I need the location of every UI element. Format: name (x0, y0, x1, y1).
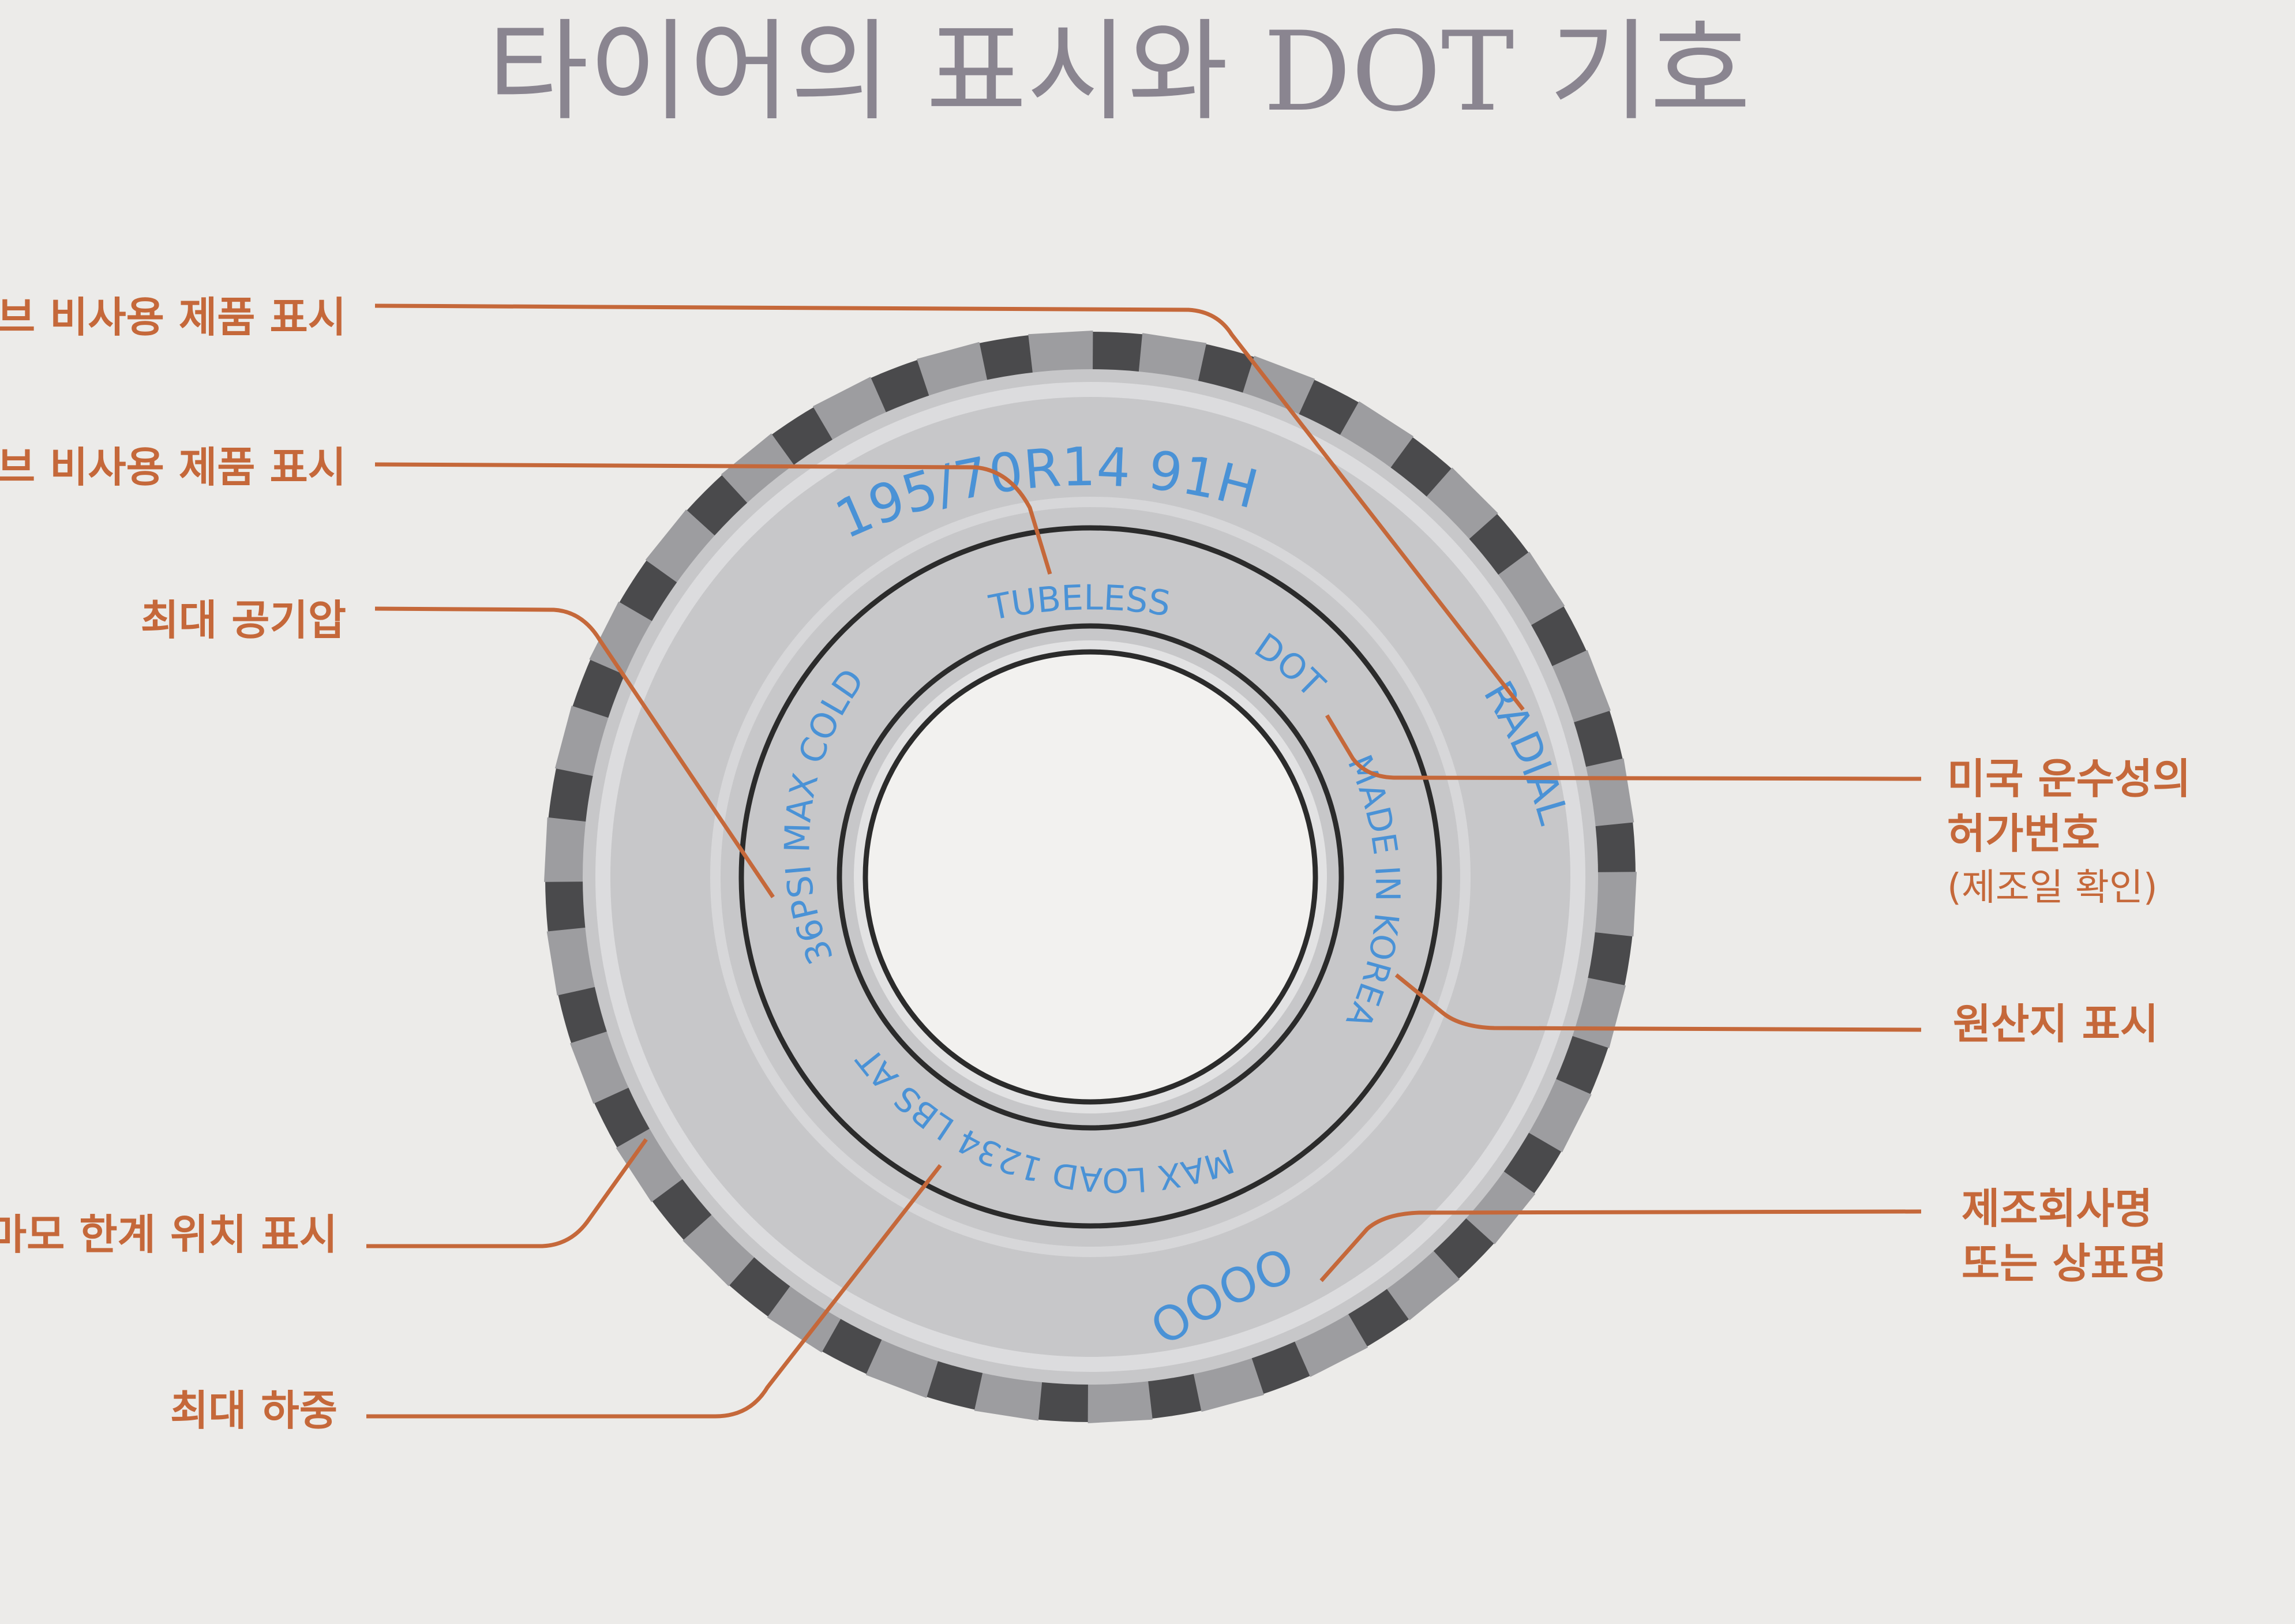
label-dot-note: (제조일 확인) (1947, 867, 2158, 909)
tread-groove (546, 927, 601, 996)
leader-wear-limit (366, 1138, 648, 1248)
tread-groove (544, 817, 592, 882)
sidewall-highlight (595, 382, 1585, 1372)
label-dot-line1: 미국 운수성의 (1947, 755, 2191, 803)
leader-dot (1325, 714, 1922, 781)
tread-groove (645, 509, 719, 586)
tread-groove (767, 1281, 844, 1353)
label-tubeless-top: 튜브 비사용 제품 표시 (0, 293, 346, 342)
tread-groove (1461, 1168, 1536, 1244)
leader-max-pressure (374, 606, 775, 898)
leader-tubeless-top (374, 303, 1525, 711)
tread-groove (682, 1211, 758, 1287)
label-wear-limit: 마모 한계 위치 표시 (0, 1210, 337, 1259)
tread-groove (1494, 552, 1565, 628)
tread-groove (616, 1126, 687, 1202)
tread-groove (812, 377, 888, 445)
tread-groove (1580, 758, 1634, 827)
tread-groove (1337, 401, 1414, 472)
leader-tubeless-second (374, 462, 1052, 575)
leader-maker (1319, 1209, 1922, 1282)
tread-groove (589, 601, 657, 677)
sidewall-highlight-inner (710, 497, 1471, 1257)
tread-groove (1524, 1077, 1592, 1153)
tread-groove (1383, 1247, 1460, 1321)
tread-groove (1028, 331, 1093, 378)
tread-groove (1088, 1375, 1153, 1423)
tire (544, 331, 1637, 1423)
label-origin: 원산지 표시 (1953, 1000, 2158, 1048)
wheel-hole (862, 649, 1318, 1105)
tread-groove (974, 1367, 1043, 1421)
label-dot-line2: 허가번호 (1947, 809, 2100, 858)
label-maker-line1: 제조회사명 (1962, 1184, 2152, 1233)
label-max-pressure: 최대 공기압 (141, 596, 346, 644)
tread-groove (1589, 872, 1637, 937)
page-title: 타이어의 표시와 DOT 기호 (487, 8, 1750, 136)
tread-groove (1292, 1309, 1368, 1377)
leader-origin (1394, 973, 1922, 1032)
label-max-load: 최대 하중 (170, 1386, 337, 1435)
label-maker-line2: 또는 상표명 (1962, 1239, 2167, 1288)
tread-groove (1423, 467, 1498, 543)
tread-groove (721, 433, 797, 507)
label-tubeless-second: 튜브 비사용 제품 표시 (0, 443, 346, 492)
tread-groove (1138, 333, 1207, 387)
leader-max-load (366, 1164, 942, 1419)
